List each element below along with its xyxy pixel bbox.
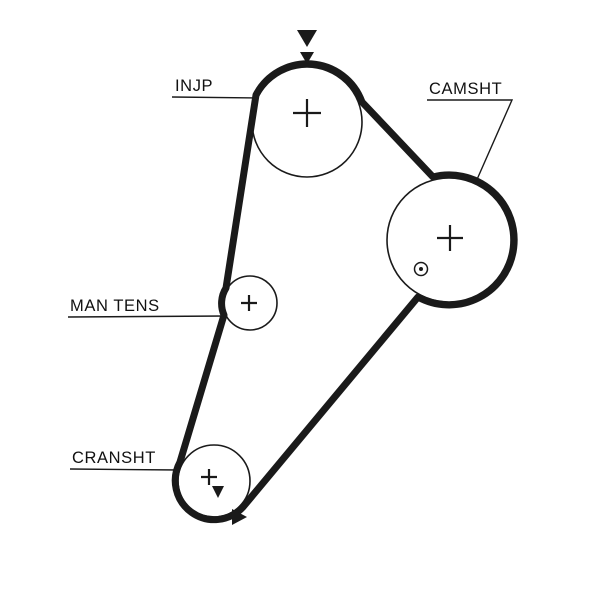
camsht-pin-dot-icon	[419, 267, 423, 271]
cransht-leader-line	[69, 468, 181, 471]
man-tens-label: MAN TENS	[70, 297, 160, 315]
man-tens-leader-line	[67, 315, 227, 318]
man-tens-center-cross-icon	[241, 295, 257, 311]
injp-center-cross-icon	[293, 99, 321, 127]
belt-direction-arrow-icon	[297, 30, 317, 47]
crank-rotation-arrow-icon	[212, 486, 224, 498]
belt-direction-arrow-small-icon	[300, 52, 314, 64]
cransht-label: CRANSHT	[72, 449, 156, 467]
camsht-label: CAMSHT	[429, 80, 502, 98]
cransht-center-cross-icon	[201, 469, 217, 485]
camsht-leader-line	[427, 99, 514, 185]
camsht-center-cross-icon	[437, 225, 463, 251]
injp-leader-line	[171, 96, 259, 99]
injp-label: INJP	[175, 77, 213, 95]
timing-belt-path	[171, 60, 518, 524]
crank-rotation-arrow-outer-icon	[232, 509, 247, 525]
